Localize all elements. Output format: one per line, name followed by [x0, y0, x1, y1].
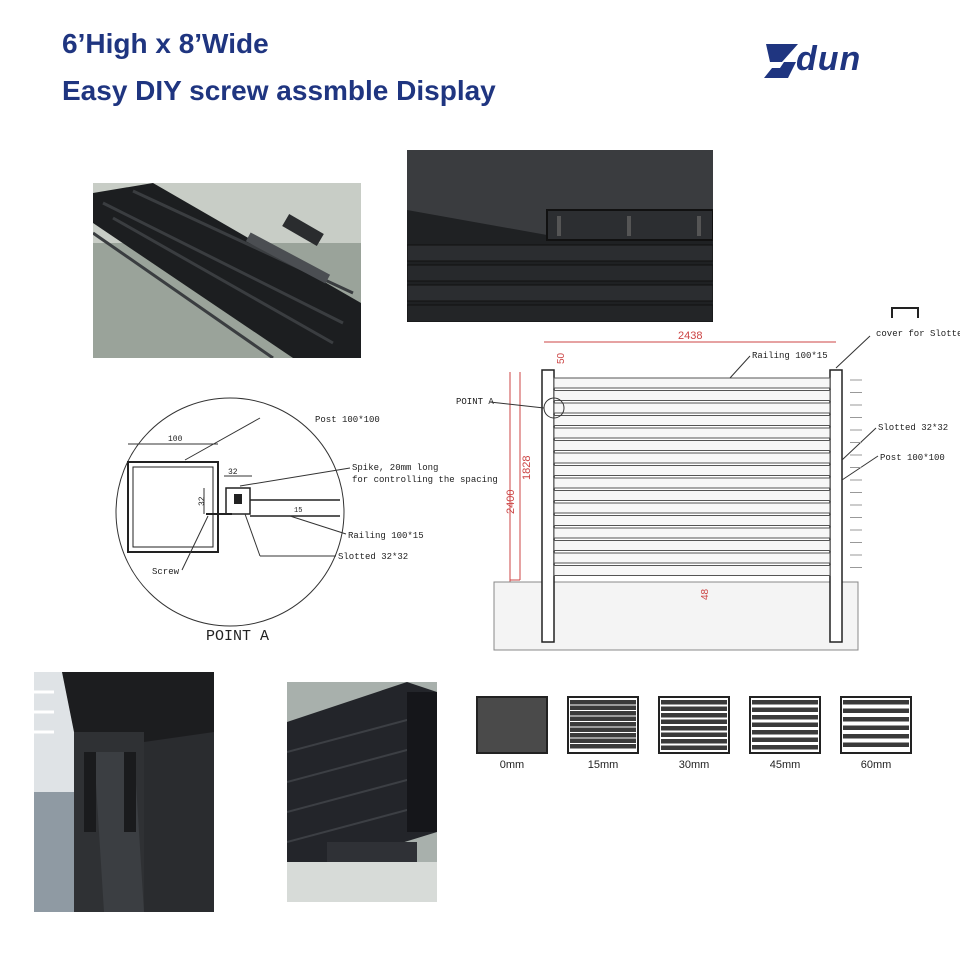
swatch-slat: [661, 700, 727, 705]
swatch-slat: [752, 707, 818, 712]
dim-100: 100: [168, 435, 183, 444]
spacing-label: 15mm: [587, 759, 619, 771]
railing-label: Railing 100*15: [348, 531, 424, 541]
swatch-slat: [843, 742, 909, 747]
swatch-slat: [570, 744, 636, 749]
fence-rail: [553, 502, 831, 514]
photo-post-closeup: [34, 672, 214, 912]
swatch-slat: [570, 711, 636, 716]
swatch-slat: [570, 705, 636, 710]
swatch-slat: [752, 730, 818, 735]
page-title: 6’High x 8’Wide: [62, 28, 269, 59]
spacing-swatch: [840, 696, 912, 754]
railing-label-elevation: Railing 100*15: [752, 351, 828, 361]
spacing-label: 60mm: [860, 759, 892, 771]
dim-32-side: 32: [198, 496, 207, 506]
swatch-slat: [752, 737, 818, 742]
screw-label: Screw: [152, 567, 180, 577]
swatch-slat: [661, 732, 727, 737]
dim-width: 2438: [678, 330, 702, 342]
swatch-slat: [752, 700, 818, 705]
swatch-slat: [843, 717, 909, 722]
dim-height-fence: 1828: [521, 456, 533, 480]
swatch-slat: [752, 715, 818, 720]
cover-label: cover for Slotted: [876, 329, 960, 339]
fence-rail: [553, 415, 831, 426]
fence-rail: [553, 440, 831, 451]
fence-rail: [553, 377, 831, 389]
swatch-slat: [661, 726, 727, 731]
fence-rail: [553, 402, 831, 414]
brand-logo: dun: [762, 38, 912, 84]
fence-rail: [553, 465, 831, 476]
swatch-slat: [570, 700, 636, 705]
swatch-slat: [661, 745, 727, 750]
spacing-swatch: [749, 696, 821, 754]
fence-rail: [553, 515, 831, 526]
photo-panel-ends: [407, 150, 713, 322]
page-subtitle: Easy DIY screw assmble Display: [62, 75, 496, 106]
swatch-slat: [843, 734, 909, 739]
fence-rail: [553, 540, 831, 551]
swatch-slat: [570, 722, 636, 727]
dim-15: 15: [294, 507, 302, 515]
swatch-slat: [661, 719, 727, 724]
swatch-slat: [570, 716, 636, 721]
post-label: Post 100*100: [315, 415, 380, 425]
spacing-label: 30mm: [678, 759, 710, 771]
dim-height-total: 2400: [505, 490, 517, 514]
logo-wordmark: dun: [796, 40, 862, 78]
elevation-drawing: cover for Slotted 2438 50 2400 1828 522 …: [450, 300, 960, 660]
spacing-swatch: [658, 696, 730, 754]
spacing-swatch: [567, 696, 639, 754]
fence-rail: [553, 565, 831, 576]
slotted-label-elevation: Slotted 32*32: [878, 423, 948, 433]
fence-rail: [553, 390, 831, 401]
detail-drawing: 100 32 32 15 Post 100*100 Spike, 20mm lo…: [110, 390, 520, 650]
fence-rail: [553, 427, 831, 439]
swatch-slat: [752, 722, 818, 727]
spacing-label: 45mm: [769, 759, 801, 771]
swatch-slat: [843, 725, 909, 730]
swatch-slat: [570, 727, 636, 732]
spike-label-line1: Spike, 20mm long: [352, 463, 438, 473]
dim-top: 50: [556, 352, 567, 364]
photo-profiles-stack: [93, 183, 361, 358]
spacing-swatch: [476, 696, 548, 754]
fence-rail: [553, 490, 831, 501]
swatch-slat: [661, 713, 727, 718]
point-a-caption: POINT A: [206, 628, 269, 645]
swatch-slat: [661, 739, 727, 744]
fence-rail: [553, 552, 831, 564]
fence-rail: [553, 527, 831, 539]
swatch-slat: [570, 738, 636, 743]
dim-32-top: 32: [228, 468, 238, 477]
swatch-slat: [570, 733, 636, 738]
point-a-label: POINT A: [456, 397, 494, 407]
fence-rail: [553, 477, 831, 489]
fence-rail: [553, 452, 831, 464]
logo-mark-icon: [764, 44, 798, 78]
swatch-slat: [843, 708, 909, 713]
photo-panel-side: [287, 682, 437, 902]
swatch-slat: [843, 700, 909, 705]
swatch-slat: [661, 706, 727, 711]
spike-label-line2: for controlling the spacing: [352, 475, 498, 485]
dim-gap: 48: [700, 588, 711, 600]
swatch-slat: [752, 745, 818, 750]
spacing-label: 0mm: [499, 759, 525, 771]
slotted-label: Slotted 32*32: [338, 552, 408, 562]
post-label-elevation: Post 100*100: [880, 453, 945, 463]
